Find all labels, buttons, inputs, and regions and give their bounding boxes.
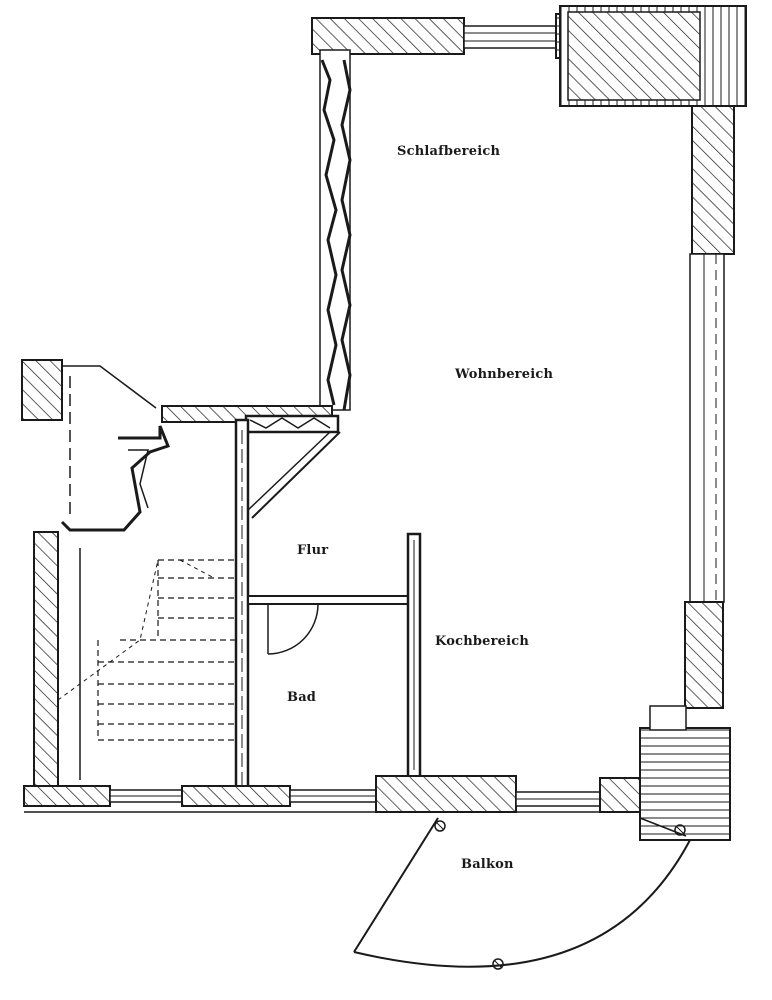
room-label-flur: Flur [297,543,329,558]
balcony-outline [353,817,691,970]
room-label-balkon: Balkon [461,857,514,872]
wall-north [311,5,747,107]
room-label-kochbereich: Kochbereich [435,634,530,649]
wall-kitchen-partition [406,532,422,780]
room-label-bad: Bad [287,690,317,705]
staircase-area [21,359,236,795]
room-label-wohnbereich: Wohnbereich [455,367,554,382]
wall-east [639,105,735,841]
wall-upper-west [319,49,352,411]
wall-middle-step [161,405,341,519]
wall-inner-west [234,418,250,802]
wall-south [23,775,641,813]
wall-bad-north [247,595,413,655]
room-label-schlafbereich: Schlafbereich [397,144,501,159]
